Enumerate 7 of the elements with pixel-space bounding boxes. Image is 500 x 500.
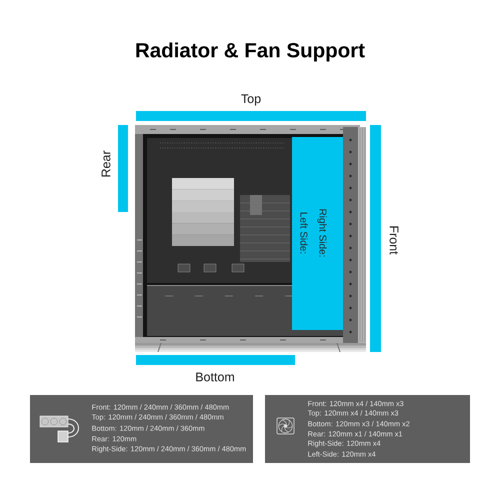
side-label: Rear [102,150,110,177]
title: Radiator & Fan Support [136,42,365,62]
side-label: Left Side: [300,212,308,254]
side-label: Top [241,94,261,106]
side-label: Front [390,226,398,254]
side-label: Bottom [196,372,234,382]
side-label: Right Side: [317,209,327,257]
